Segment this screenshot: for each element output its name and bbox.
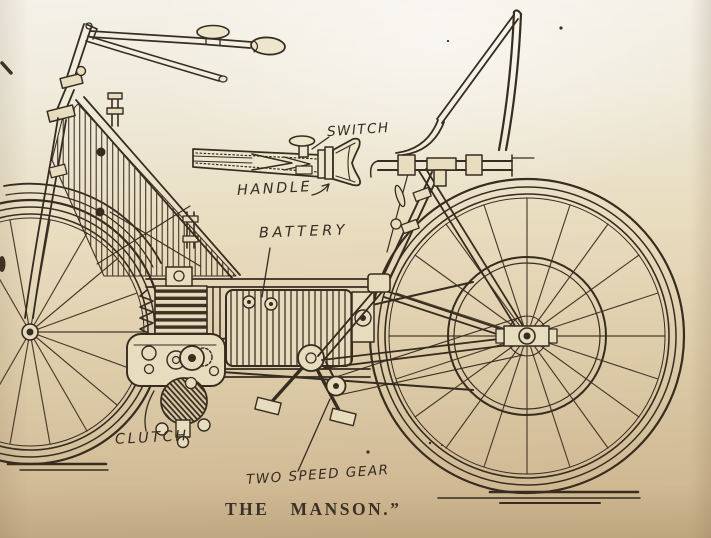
front-fork xyxy=(24,23,92,319)
pedal xyxy=(254,396,282,416)
tank-vent-fitting xyxy=(106,92,124,127)
switch-stem xyxy=(298,144,309,158)
battery-box xyxy=(225,289,375,367)
caption-word-the: THE xyxy=(225,499,270,519)
clutch-leader xyxy=(144,390,155,432)
fork-blade xyxy=(24,117,59,319)
switch-knob xyxy=(288,135,316,147)
cylinder-fins xyxy=(154,285,208,341)
label-battery: BATTERY xyxy=(258,222,349,242)
figure-caption: THE MANSON.” xyxy=(225,499,401,520)
clutch-disc xyxy=(160,377,208,425)
crankcase xyxy=(126,333,226,387)
handlebar-knob xyxy=(196,24,230,40)
crank-gear xyxy=(254,344,357,427)
switch-leader xyxy=(311,136,330,150)
ink-specks xyxy=(0,26,563,454)
bulb-horn-grip xyxy=(250,36,286,56)
filler-cap xyxy=(96,147,106,157)
handle-inset-drawing xyxy=(192,135,362,187)
carrier-clamp xyxy=(465,154,483,176)
rear-wheel xyxy=(368,177,686,495)
brake-rod xyxy=(386,169,410,253)
down-tube xyxy=(75,99,233,279)
lamp-bracket xyxy=(48,163,68,179)
seat-backrest xyxy=(497,10,516,152)
fuel-tank xyxy=(51,92,237,277)
leader-lines xyxy=(144,136,331,472)
handlebar xyxy=(85,22,286,83)
twist-grip xyxy=(332,137,362,187)
carrier-clamp xyxy=(397,154,416,176)
rear-frame xyxy=(317,168,524,369)
pedal xyxy=(329,407,357,427)
clutch-assembly xyxy=(155,376,211,449)
engine xyxy=(126,266,226,387)
belt-pulley-rim xyxy=(447,256,607,416)
control-lever xyxy=(87,35,223,77)
frame-junction xyxy=(367,273,391,293)
ground-shading xyxy=(6,462,641,504)
valve-spring xyxy=(139,289,154,335)
handle-leader xyxy=(311,183,330,196)
caption-word-manson: MANSON.” xyxy=(290,499,402,519)
steering-nut xyxy=(75,65,87,77)
rear-hub xyxy=(495,325,558,347)
control-rod xyxy=(109,211,201,267)
seat-carrier xyxy=(369,9,535,187)
battery-leader xyxy=(261,247,271,298)
two-speed-gear-leader xyxy=(297,398,331,472)
rear-spokes xyxy=(388,197,666,475)
chainwheel xyxy=(297,344,325,372)
